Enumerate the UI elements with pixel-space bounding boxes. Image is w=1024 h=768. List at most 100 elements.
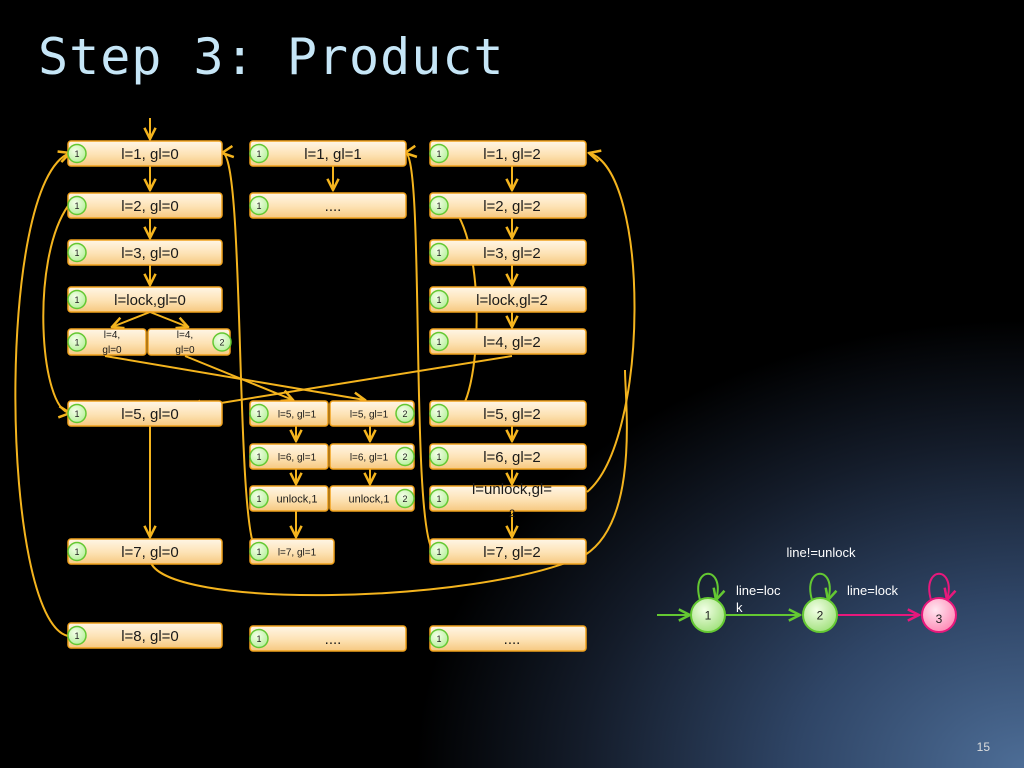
node-label: 2 bbox=[509, 508, 515, 520]
node-label: l=2, gl=2 bbox=[483, 198, 541, 215]
edge-c0-loop-left bbox=[14, 153, 70, 637]
state-badge: 1 bbox=[436, 337, 441, 347]
state-badge: 2 bbox=[402, 452, 407, 462]
node-dots-gl1: 1 .... bbox=[249, 192, 407, 219]
edge-c2-unlock-to-l1 bbox=[587, 153, 636, 493]
edge-cross bbox=[190, 355, 513, 408]
node-l7-gl1: 1 l=7, gl=1 bbox=[249, 538, 335, 565]
node-lock-gl2: 1 l=lock,gl=2 bbox=[429, 286, 587, 313]
state-badge: 1 bbox=[256, 201, 261, 211]
node-label: l=5, gl=0 bbox=[121, 406, 179, 423]
state-badge: 1 bbox=[74, 547, 79, 557]
node-label: l=4, bbox=[177, 330, 193, 341]
edge-bottom-sweep bbox=[149, 369, 628, 597]
state-badge: 1 bbox=[256, 494, 261, 504]
node-label: l=unlock,gl= bbox=[472, 481, 552, 498]
node-label: unlock,1 bbox=[349, 494, 390, 506]
node-label: unlock,1 bbox=[277, 494, 318, 506]
node-label: l=7, gl=0 bbox=[121, 544, 179, 561]
edge-cross bbox=[184, 355, 293, 400]
node-label: l=6, gl=1 bbox=[278, 453, 317, 464]
edge-cross bbox=[104, 355, 365, 400]
node-l5-gl2: 1 l=5, gl=2 bbox=[429, 400, 587, 427]
node-l1-gl1: 1 l=1, gl=1 bbox=[249, 140, 407, 167]
state-badge: 1 bbox=[74, 248, 79, 258]
node-l4-gl0-split: 1 2 l=4, gl=0 l=4, gl=0 bbox=[67, 328, 232, 356]
node-l7-gl2: 1 l=7, gl=2 bbox=[429, 538, 587, 565]
node-l4-gl2: 1 l=4, gl=2 bbox=[429, 328, 587, 355]
slide-title: Step 3: Product bbox=[38, 28, 505, 86]
node-label: l=5, gl=1 bbox=[278, 410, 317, 421]
node-l8-gl0: 1 l=8, gl=0 bbox=[67, 622, 223, 649]
state-badge: 1 bbox=[256, 149, 261, 159]
edges bbox=[14, 118, 636, 637]
property-automaton: line!=unlock line=loc k line=lock 1 2 3 bbox=[657, 545, 957, 633]
state-badge: 2 bbox=[402, 409, 407, 419]
state-badge: 1 bbox=[436, 452, 441, 462]
node-unlock-gl2: 1 l=unlock,gl= 2 bbox=[429, 481, 587, 520]
state-badge: 1 bbox=[256, 409, 261, 419]
node-label: .... bbox=[325, 198, 342, 215]
state-badge: 1 bbox=[436, 295, 441, 305]
node-l1-gl0: 1 l=1, gl=0 bbox=[67, 140, 223, 167]
edge-c0-l2-to-l5 bbox=[42, 205, 70, 413]
node-l3-gl2: 1 l=3, gl=2 bbox=[429, 239, 587, 266]
state-badge: 1 bbox=[436, 547, 441, 557]
state-badge: 1 bbox=[74, 338, 79, 348]
node-lock-gl0: 1 l=lock,gl=0 bbox=[67, 286, 223, 313]
transition-label: line=lock bbox=[847, 583, 898, 598]
node-label: l=lock,gl=0 bbox=[114, 292, 186, 309]
svg-text:3: 3 bbox=[936, 612, 943, 626]
state-badge: 1 bbox=[436, 634, 441, 644]
node-label: l=4, bbox=[104, 330, 120, 341]
node-label: gl=0 bbox=[175, 345, 195, 356]
self-loop-3 bbox=[928, 572, 949, 600]
node-label: .... bbox=[504, 631, 521, 648]
state-badge: 1 bbox=[256, 452, 261, 462]
node-label: .... bbox=[325, 631, 342, 648]
state-badge: 2 bbox=[402, 494, 407, 504]
column-gl0: 1 l=1, gl=0 1 l=2, gl=0 1 l=3, gl=0 1 l=… bbox=[67, 140, 232, 649]
node-l1-gl2: 1 l=1, gl=2 bbox=[429, 140, 587, 167]
node-l5-gl0: 1 l=5, gl=0 bbox=[67, 400, 223, 427]
node-label: l=6, gl=1 bbox=[350, 453, 389, 464]
node-l2-gl2: 1 l=2, gl=2 bbox=[429, 192, 587, 219]
node-l6-gl2: 1 l=6, gl=2 bbox=[429, 443, 587, 470]
node-l2-gl0: 1 l=2, gl=0 bbox=[67, 192, 223, 219]
edge-c2-l7-to-l1 bbox=[405, 153, 434, 552]
state-badge: 1 bbox=[74, 149, 79, 159]
state-badge: 1 bbox=[256, 547, 261, 557]
node-l3-gl0: 1 l=3, gl=0 bbox=[67, 239, 223, 266]
state-badge: 1 bbox=[436, 149, 441, 159]
node-l5-gl1-split: 1 2 l=5, gl=1 l=5, gl=1 bbox=[249, 400, 415, 427]
node-label: l=5, gl=2 bbox=[483, 406, 541, 423]
node-l7-gl0: 1 l=7, gl=0 bbox=[67, 538, 223, 565]
state-badge: 2 bbox=[219, 338, 224, 348]
state-badge: 1 bbox=[256, 634, 261, 644]
automaton-state-2: 2 bbox=[802, 597, 838, 633]
state-badge: 1 bbox=[74, 631, 79, 641]
state-badge: 1 bbox=[74, 409, 79, 419]
column-gl2: 1 l=1, gl=2 1 l=2, gl=2 1 l=3, gl=2 1 l=… bbox=[429, 140, 587, 652]
node-label: l=3, gl=0 bbox=[121, 245, 179, 262]
node-label: l=lock,gl=2 bbox=[476, 292, 548, 309]
state-badge: 1 bbox=[436, 409, 441, 419]
node-dots2-gl1: 1 .... bbox=[249, 625, 407, 652]
node-label: l=5, gl=1 bbox=[350, 410, 389, 421]
svg-text:1: 1 bbox=[705, 609, 712, 623]
node-unlock-gl1-split: 1 2 unlock,1 unlock,1 bbox=[249, 485, 415, 512]
edge bbox=[149, 311, 188, 327]
column-gl1: 1 l=1, gl=1 1 .... 1 2 l=5, gl=1 l=5, gl… bbox=[249, 140, 415, 652]
svg-text:2: 2 bbox=[817, 609, 824, 623]
state-badge: 1 bbox=[74, 201, 79, 211]
automaton-state-3-error: 3 bbox=[921, 597, 957, 633]
state-badge: 1 bbox=[74, 295, 79, 305]
node-label: l=8, gl=0 bbox=[121, 628, 179, 645]
node-label: l=7, gl=1 bbox=[278, 548, 317, 559]
automaton-state-1: 1 bbox=[690, 597, 726, 633]
page-number: 15 bbox=[976, 740, 990, 754]
edge bbox=[112, 311, 151, 327]
state-badge: 1 bbox=[436, 248, 441, 258]
node-label: gl=0 bbox=[102, 345, 122, 356]
